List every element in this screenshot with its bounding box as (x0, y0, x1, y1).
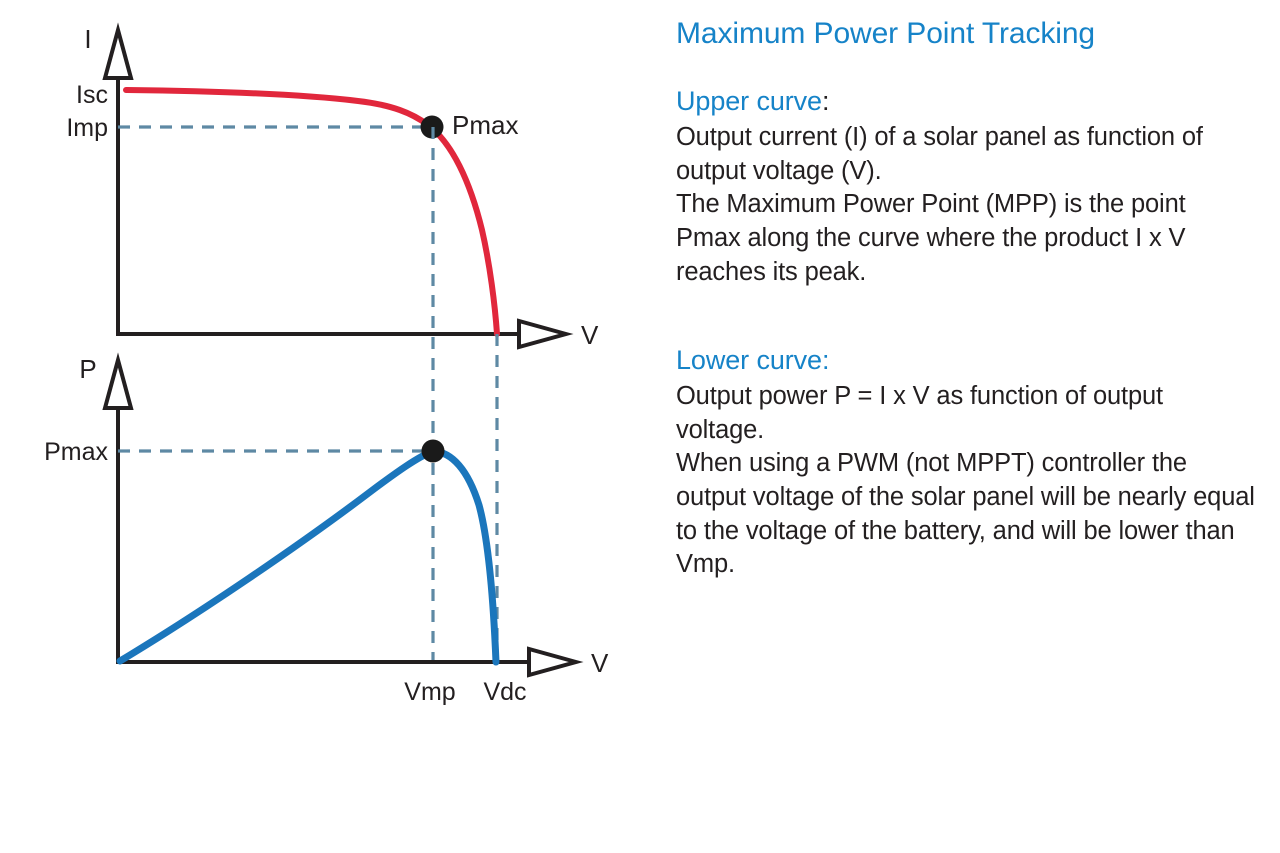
shared-vertical-guides (431, 127, 499, 662)
isc-label: Isc (76, 81, 108, 109)
imp-label: Imp (66, 114, 108, 142)
section-lower-heading-text: Lower curve (676, 345, 822, 375)
upper-x-axis-arrowhead (517, 318, 574, 350)
section-upper-heading-text: Upper curve (676, 86, 822, 116)
vmp-axis-label: Vmp (404, 678, 455, 706)
lower-x-axis-label: V (591, 648, 609, 678)
upper-y-axis-arrowhead (102, 22, 134, 80)
section-upper-curve: Upper curve: Output current (I) of a sol… (676, 86, 1256, 289)
section-upper-paragraph-1: Output current (I) of a solar panel as f… (676, 123, 1203, 185)
section-upper-body: Output current (I) of a solar panel as f… (676, 117, 1256, 289)
pmax-axis-label: Pmax (44, 438, 108, 466)
section-upper-heading-colon: : (821, 86, 830, 116)
explanation-panel: Maximum Power Point Tracking Upper curve… (676, 0, 1256, 853)
mppt-diagram-panel: I V Isc Imp Pmax (0, 0, 660, 760)
lower-pmax-marker-dot (421, 439, 445, 463)
vdc-axis-label: Vdc (483, 678, 526, 706)
section-upper-paragraph-2: The Maximum Power Point (MPP) is the poi… (676, 190, 1186, 286)
section-lower-paragraph-1: Output power P = I x V as function of ou… (676, 382, 1163, 444)
section-lower-curve: Lower curve: Output power P = I x V as f… (676, 345, 1256, 582)
lower-chart-pv: P V Pmax Vmp Vdc (44, 352, 609, 706)
section-lower-body: Output power P = I x V as function of ou… (676, 376, 1256, 582)
page-title: Maximum Power Point Tracking (676, 17, 1096, 50)
upper-chart-iv: I V Isc Imp Pmax (66, 22, 599, 350)
lower-y-axis-label: P (79, 354, 96, 384)
section-lower-heading-colon: : (821, 345, 830, 375)
mppt-iv-pv-chart: I V Isc Imp Pmax (44, 22, 609, 706)
upper-y-axis-label: I (84, 24, 91, 54)
section-upper-heading: Upper curve: (676, 86, 1256, 117)
upper-pmax-label: Pmax (452, 110, 518, 140)
power-curve-blue (116, 447, 500, 666)
section-lower-paragraph-2: When using a PWM (not MPPT) controller t… (676, 449, 1255, 579)
section-lower-heading: Lower curve: (676, 345, 1256, 376)
lower-x-axis-arrowhead (527, 646, 584, 678)
upper-x-axis-label: V (581, 320, 599, 350)
lower-y-axis-arrowhead (102, 352, 134, 410)
